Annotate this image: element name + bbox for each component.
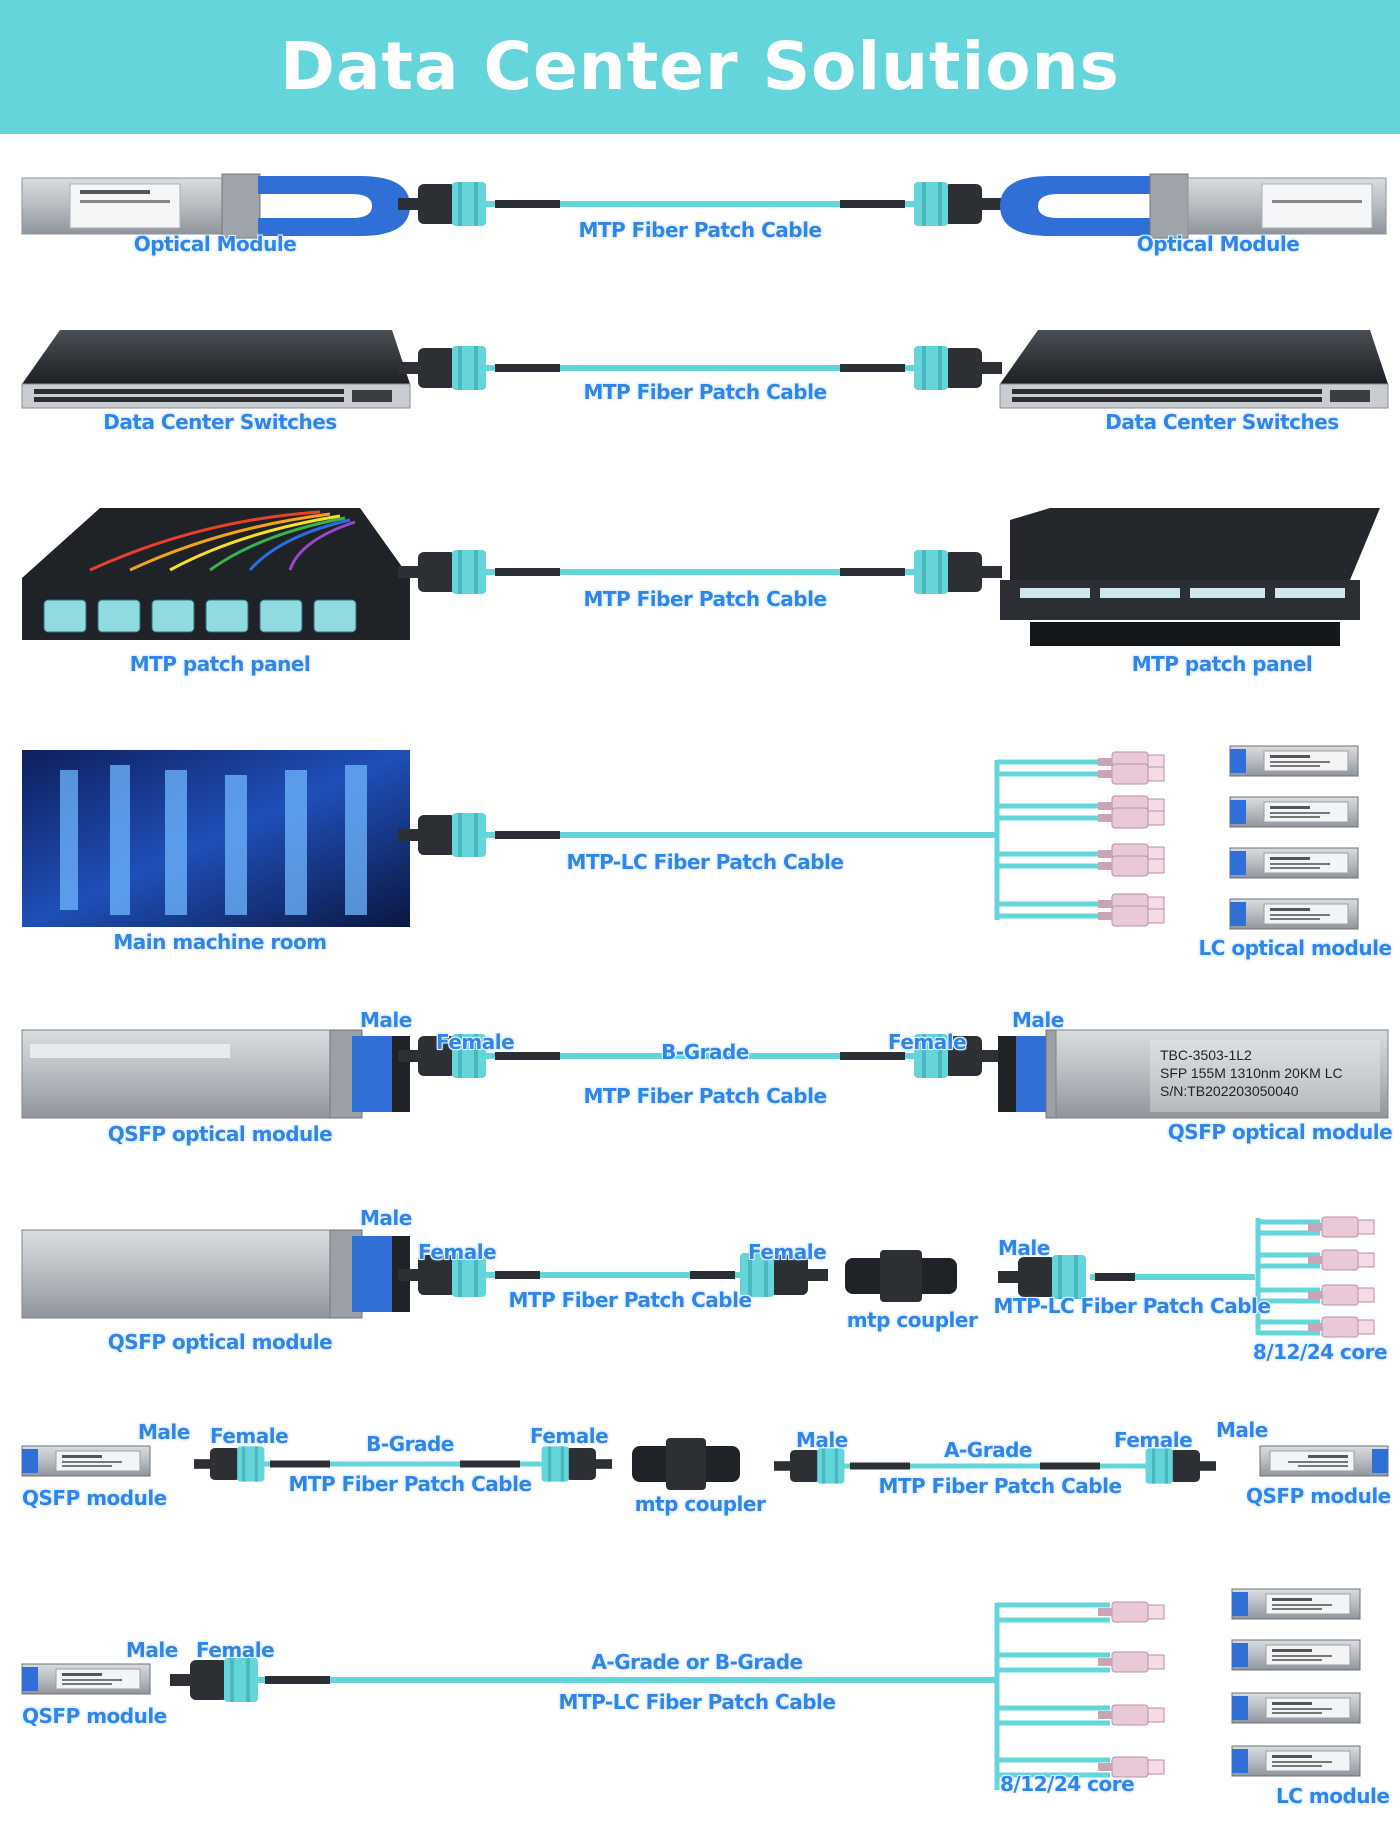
r2-cable-label: MTP Fiber Patch Cable (583, 380, 827, 404)
r7-male1-label: Male (138, 1420, 190, 1444)
row3-art (22, 508, 1380, 646)
r7-coupler-label: mtp coupler (634, 1492, 766, 1516)
r5-module-model: TBC-3503-1L2 (1160, 1047, 1252, 1063)
r8-male-label: Male (126, 1638, 178, 1662)
r8-right-label: LC module (1276, 1784, 1390, 1808)
r7-female3-label: Female (1114, 1428, 1193, 1452)
r8-left-label: QSFP module (22, 1704, 167, 1728)
r3-left-label: MTP patch panel (129, 652, 311, 676)
r7-grade2-label: A-Grade (944, 1438, 1032, 1462)
row5-art (21, 1029, 1389, 1119)
r8-core-label: 8/12/24 core (1000, 1772, 1135, 1796)
r7-female1-label: Female (210, 1424, 289, 1448)
r1-left-label: Optical Module (133, 232, 297, 256)
r6-cable2-label: MTP-LC Fiber Patch Cable (993, 1294, 1271, 1318)
r7-male3-label: Male (1216, 1418, 1268, 1442)
r4-right-label: LC optical module (1198, 936, 1392, 960)
r7-right-label: QSFP module (1246, 1484, 1391, 1508)
r6-male2-label: Male (998, 1236, 1050, 1260)
header-banner: Data Center Solutions (0, 0, 1400, 134)
r5-grade-label: B-Grade (661, 1040, 749, 1064)
r1-cable-label: MTP Fiber Patch Cable (578, 218, 822, 242)
r5-left-label: QSFP optical module (107, 1122, 333, 1146)
r5-female2-label: Female (888, 1030, 967, 1054)
r6-female1-label: Female (418, 1240, 497, 1264)
row4-art (22, 745, 1359, 930)
r4-left-label: Main machine room (113, 930, 327, 954)
r6-female2-label: Female (748, 1240, 827, 1264)
r7-left-label: QSFP module (22, 1486, 167, 1510)
r7-cable2-label: MTP Fiber Patch Cable (878, 1474, 1122, 1498)
r6-cable1-label: MTP Fiber Patch Cable (508, 1288, 752, 1312)
row7-art (21, 1438, 1389, 1490)
r5-left-male-label: Male (360, 1008, 412, 1032)
r1-right-label: Optical Module (1136, 232, 1300, 256)
r5-cable-label: MTP Fiber Patch Cable (583, 1084, 827, 1108)
r2-right-label: Data Center Switches (1105, 410, 1339, 434)
r7-grade1-label: B-Grade (366, 1432, 454, 1456)
r5-right-label: QSFP optical module (1167, 1120, 1393, 1144)
r8-cable-label: MTP-LC Fiber Patch Cable (558, 1690, 836, 1714)
r2-left-label: Data Center Switches (103, 410, 337, 434)
r6-right-label: 8/12/24 core (1252, 1340, 1388, 1364)
row2-art (21, 330, 1389, 409)
r7-cable1-label: MTP Fiber Patch Cable (288, 1472, 532, 1496)
page-title: Data Center Solutions (280, 28, 1120, 105)
r7-female2-label: Female (530, 1424, 609, 1448)
row8-art (21, 1588, 1361, 1790)
r6-coupler-label: mtp coupler (846, 1308, 978, 1332)
r6-left-label: QSFP optical module (107, 1330, 333, 1354)
r5-female1-label: Female (436, 1030, 515, 1054)
r4-cable-label: MTP-LC Fiber Patch Cable (566, 850, 844, 874)
r5-module-spec: SFP 155M 1310nm 20KM LC (1160, 1065, 1343, 1081)
r6-coupler-shape (845, 1250, 957, 1302)
r3-right-label: MTP patch panel (1131, 652, 1313, 676)
row6-art (21, 1216, 1375, 1338)
r6-male1-label: Male (360, 1206, 412, 1230)
r8-grade-label: A-Grade or B-Grade (591, 1650, 803, 1674)
r3-cable-label: MTP Fiber Patch Cable (583, 587, 827, 611)
r5-module-print: TBC-3503-1L2 SFP 155M 1310nm 20KM LC S/N… (1160, 1046, 1380, 1100)
r5-right-male-label: Male (1012, 1008, 1064, 1032)
row1-art (21, 173, 1387, 239)
r5-module-serial: S/N:TB202203050040 (1160, 1083, 1299, 1099)
r8-female-label: Female (196, 1638, 275, 1662)
r7-male2-label: Male (796, 1428, 848, 1452)
